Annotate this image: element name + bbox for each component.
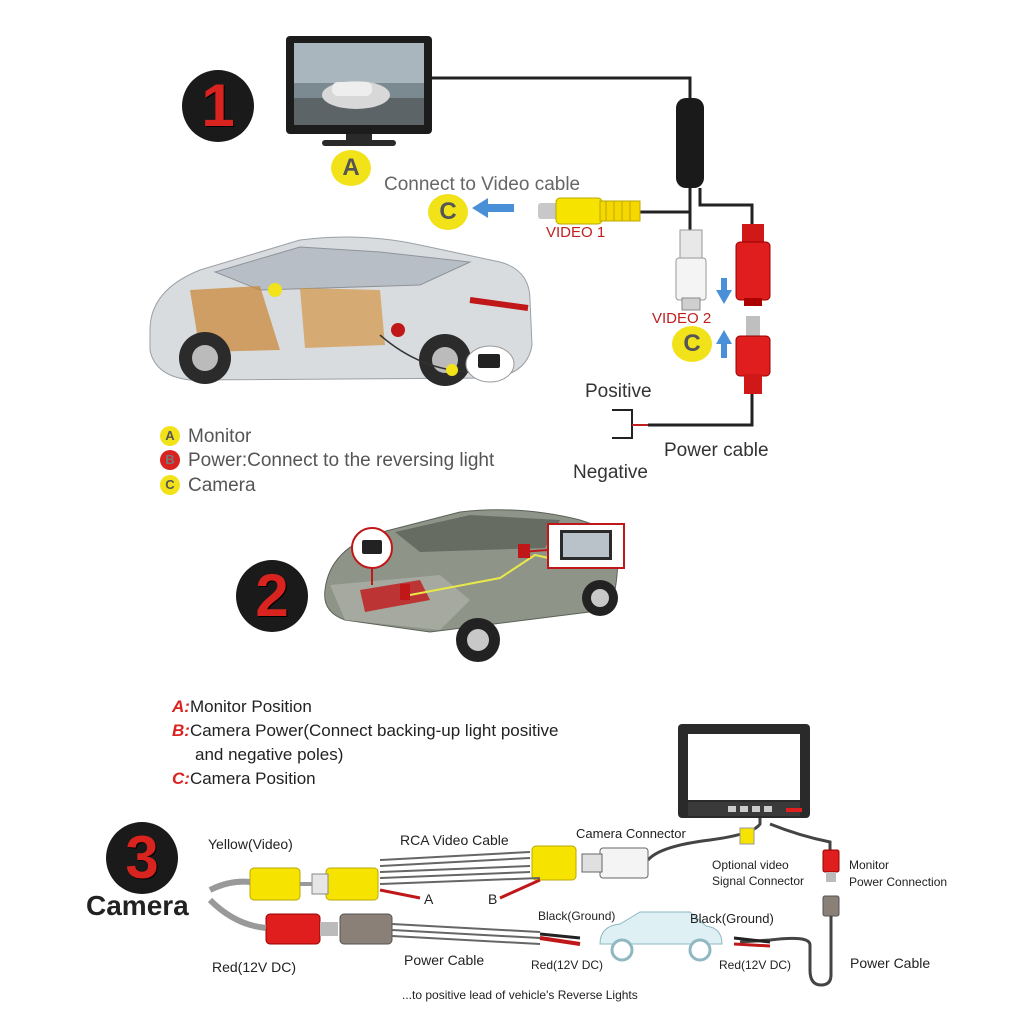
wire-b-label: B <box>488 891 498 907</box>
camera-connector-label: Camera Connector <box>576 826 686 841</box>
red-dc-label-2: Red(12V DC) <box>531 958 604 972</box>
legend-text: Monitor <box>188 426 252 447</box>
wire-a-label: A <box>424 891 434 907</box>
optional-video-label-1: Optional video <box>712 858 789 872</box>
red-dc-label-3: Red(12V DC) <box>719 958 792 972</box>
arrow-left-icon <box>472 198 514 218</box>
legend-item-power: B Power:Connect to the reversing light <box>160 450 494 472</box>
badge-c-video2: C <box>672 326 712 362</box>
legend-item-camera: C Camera <box>160 475 256 497</box>
car-cutaway-illustration-1 <box>149 236 533 386</box>
monitor-illustration-1 <box>286 36 432 146</box>
car-icon <box>599 911 723 962</box>
video2-plug <box>675 229 707 311</box>
step-number-2: 2 <box>236 560 308 632</box>
monitor-power-label-2: Power Connection <box>849 875 948 889</box>
camera-title: Camera <box>86 890 189 921</box>
legend-text: Camera Position <box>189 769 316 788</box>
power-connector-bottom <box>735 316 771 394</box>
connect-video-label: Connect to Video cable <box>384 174 581 195</box>
legend-key: A: <box>172 697 190 716</box>
optional-video-label-2: Signal Connector <box>712 874 805 888</box>
legend-item-camera-power-cont: and negative poles) <box>195 745 344 764</box>
arrow-down-icon <box>716 278 732 304</box>
legend-key: A <box>160 426 180 446</box>
footer-note: ...to positive lead of vehicle's Reverse… <box>402 988 638 1002</box>
step-number-3: 3 <box>106 822 178 894</box>
legend-key: C <box>160 475 180 495</box>
step-number-1: 1 <box>182 70 254 142</box>
video1-plug <box>538 197 641 225</box>
legend-text: Camera <box>188 475 256 496</box>
monitor-power-label-1: Monitor <box>849 858 890 872</box>
legend-text: Power:Connect to the reversing light <box>188 450 495 471</box>
yellow-video-label: Yellow(Video) <box>208 836 293 852</box>
power-cable-label-1: Power Cable <box>404 952 485 968</box>
power-connector-top <box>735 224 771 306</box>
power-cable-label: Power cable <box>664 440 769 461</box>
legend-key: B: <box>172 721 190 740</box>
car-cutaway-illustration-2 <box>324 509 625 662</box>
legend-text: Monitor Position <box>189 697 312 716</box>
rca-video-cable-label: RCA Video Cable <box>400 832 509 848</box>
red-dc-label: Red(12V DC) <box>212 959 297 975</box>
legend-key: B <box>160 450 180 470</box>
legend-item-monitor: A Monitor <box>160 426 251 448</box>
legend-item-camera-position: C:Camera Position <box>172 769 316 789</box>
video1-label: VIDEO 1 <box>546 224 606 241</box>
legend-item-camera-power: B:Camera Power(Connect backing-up light … <box>172 721 558 741</box>
legend-key: C: <box>172 769 190 788</box>
legend-text: Camera Power(Connect backing-up light po… <box>189 721 559 740</box>
black-ground-label-2: Black(Ground) <box>690 911 774 926</box>
badge-a: A <box>331 150 371 186</box>
video2-label: VIDEO 2 <box>652 310 712 327</box>
badge-c-video: C <box>428 194 468 230</box>
power-cable-label-2: Power Cable <box>850 955 931 971</box>
legend-item-monitor-position: A:Monitor Position <box>172 697 312 717</box>
negative-label: Negative <box>573 462 648 483</box>
monitor-illustration-3 <box>678 724 810 818</box>
black-ground-label-1: Black(Ground) <box>538 909 616 923</box>
arrow-up-icon <box>716 330 732 358</box>
positive-label: Positive <box>585 381 652 402</box>
